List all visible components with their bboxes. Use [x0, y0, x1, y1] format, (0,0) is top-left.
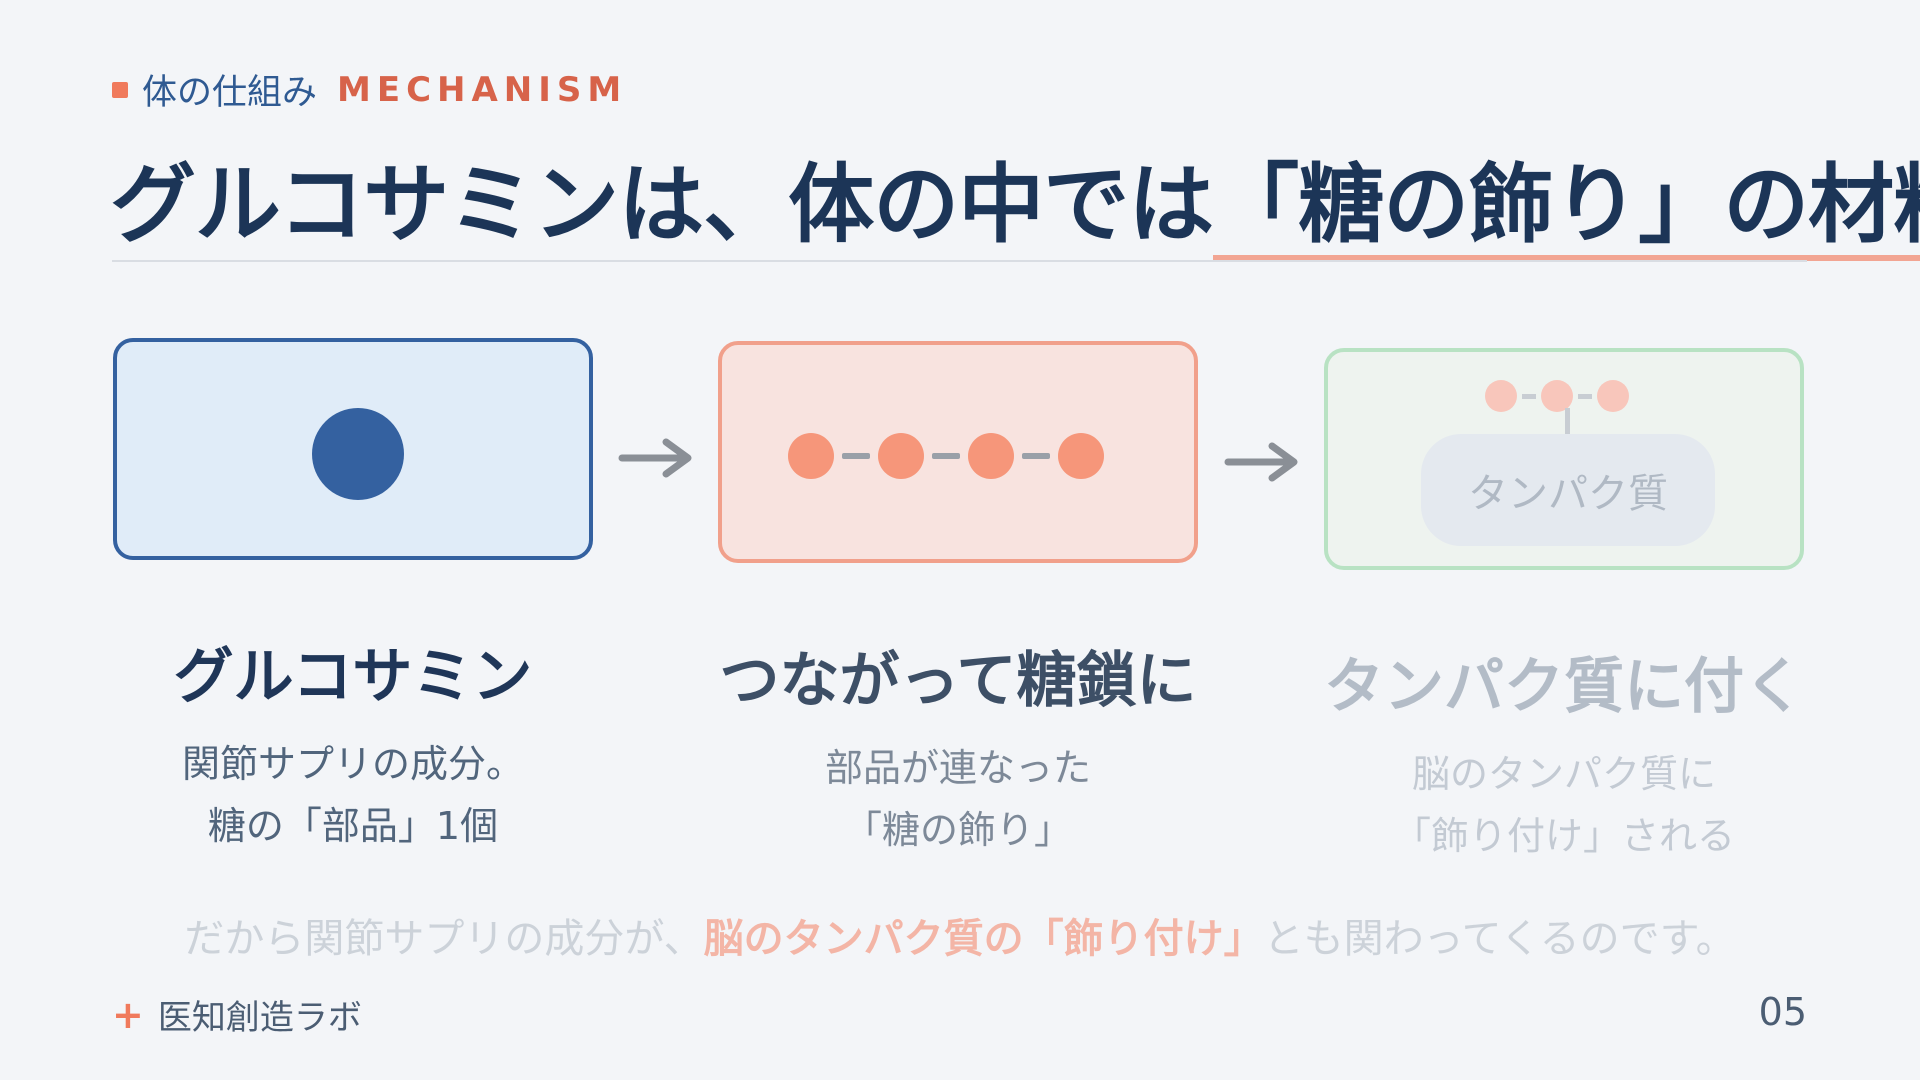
single-sugar-dot: [312, 408, 404, 500]
chain-link: [1522, 393, 1536, 399]
footer-brand: + 医知創造ラボ: [112, 990, 362, 1039]
page-title-main: グルコサミンは、体の中では: [110, 155, 1214, 255]
glucosamine-box: [113, 338, 593, 560]
step-3-heading: タンパク質に付く: [1324, 652, 1804, 722]
sugar-chain-box: [718, 341, 1198, 563]
chain-dot: [968, 433, 1014, 479]
page-title-highlight: 「糖の飾り」の材料: [1213, 155, 1920, 261]
step-1-caption: グルコサミン 関節サプリの成分。 糖の「部品」1個: [113, 628, 593, 857]
arrow-right-icon: [1224, 442, 1298, 482]
chain-stem: [1565, 408, 1570, 434]
summary-emphasis: 脳のタンパク質の「飾り付け」: [703, 916, 1264, 962]
step-1-heading: グルコサミン: [173, 642, 533, 712]
summary-text: だから関節サプリの成分が、脳のタンパク質の「飾り付け」とも関わってくるのです。: [0, 906, 1920, 964]
step-1-desc-line2: 糖の「部品」1個: [207, 804, 499, 848]
page-title: グルコサミンは、体の中では「糖の飾り」の材料: [110, 134, 1920, 261]
chain-dot: [1541, 380, 1573, 412]
section-label-jp: 体の仕組み: [142, 73, 318, 113]
square-bullet-icon: [112, 81, 128, 98]
sugar-chain: [788, 433, 1104, 479]
chain-dot: [1485, 380, 1517, 412]
protein-box: タンパク質: [1324, 348, 1804, 570]
plus-icon: +: [112, 992, 144, 1037]
step-2-caption: つながって糖鎖に 部品が連なった 「糖の飾り」: [718, 632, 1198, 861]
protein-pill: タンパク質: [1421, 434, 1715, 546]
chain-link: [1578, 393, 1592, 399]
chain-link: [842, 453, 870, 459]
chain-link: [932, 453, 960, 459]
summary-after: とも関わってくるのです。: [1263, 916, 1736, 962]
chain-dot: [1058, 433, 1104, 479]
chain-dot: [878, 433, 924, 479]
summary-before: だから関節サプリの成分が、: [184, 916, 704, 962]
step-1-desc-line1: 関節サプリの成分。: [181, 742, 524, 786]
step-2-desc-line2: 「糖の飾り」: [843, 808, 1072, 852]
step-3-desc-line2: 「飾り付け」される: [1392, 814, 1735, 858]
page-number: 05: [1758, 990, 1807, 1034]
brand-name: 医知創造ラボ: [157, 998, 362, 1038]
section-label: 体の仕組み MECHANISM: [112, 64, 627, 115]
step-3-desc-line1: 脳のタンパク質に: [1411, 752, 1716, 796]
title-divider: [112, 260, 1807, 262]
chain-dot: [788, 433, 834, 479]
step-2-heading: つながって糖鎖に: [719, 646, 1197, 716]
step-3-caption: タンパク質に付く 脳のタンパク質に 「飾り付け」される: [1324, 638, 1804, 867]
chain-link: [1022, 453, 1050, 459]
section-label-en: MECHANISM: [337, 69, 628, 110]
small-sugar-chain: [1485, 380, 1629, 412]
step-2-desc-line1: 部品が連なった: [824, 746, 1091, 790]
arrow-right-icon: [618, 438, 692, 478]
chain-dot: [1597, 380, 1629, 412]
